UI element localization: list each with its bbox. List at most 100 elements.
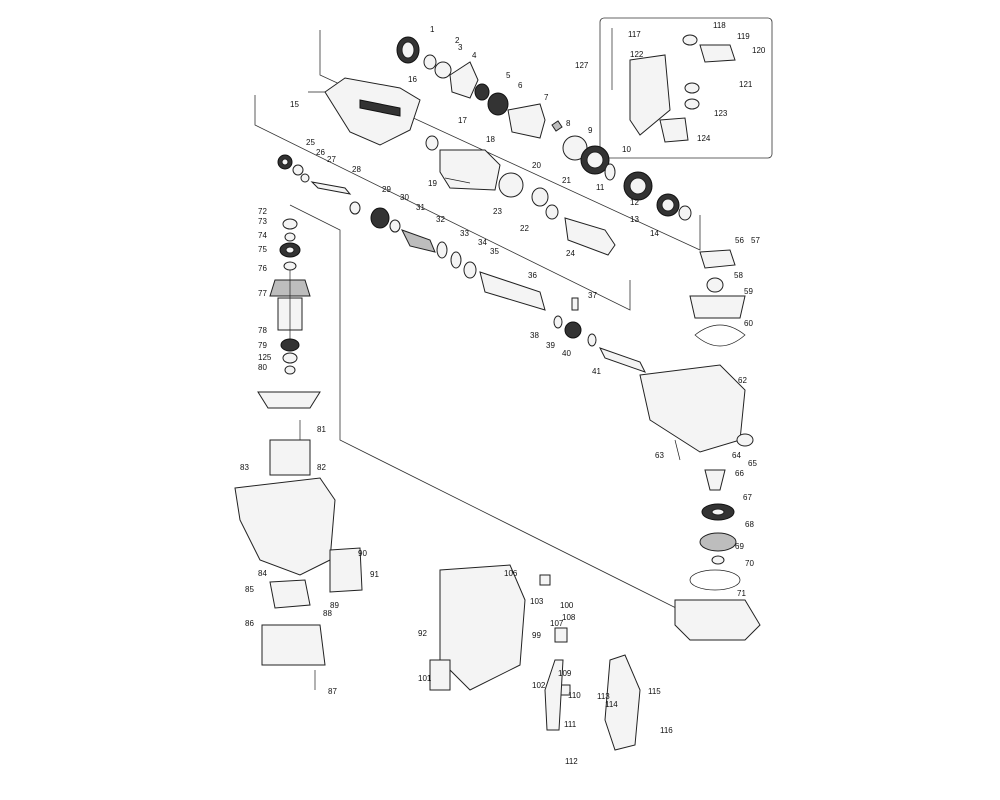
- part-label-35: 35: [490, 247, 499, 256]
- part-label-2: 2: [455, 36, 460, 45]
- part-label-84: 84: [258, 569, 267, 578]
- part-label-114: 114: [605, 700, 618, 709]
- part-label-62: 62: [738, 376, 747, 385]
- part-label-86: 86: [245, 619, 254, 628]
- part-label-72: 72: [258, 207, 267, 216]
- part-label-12: 12: [630, 198, 639, 207]
- part-label-119: 119: [737, 32, 750, 41]
- part-label-69: 69: [735, 542, 744, 551]
- part-label-15: 15: [290, 100, 299, 109]
- part-label-58: 58: [734, 271, 743, 280]
- part-label-113: 113: [597, 692, 610, 701]
- part-label-31: 31: [416, 203, 425, 212]
- part-label-116: 116: [660, 726, 673, 735]
- part-label-4: 4: [472, 51, 477, 60]
- part-label-20: 20: [532, 161, 541, 170]
- part-label-25: 25: [306, 138, 315, 147]
- part-label-41: 41: [592, 367, 601, 376]
- part-label-70: 70: [745, 559, 754, 568]
- part-label-88: 88: [323, 609, 332, 618]
- part-label-23: 23: [493, 207, 502, 216]
- part-label-112: 112: [565, 757, 578, 766]
- part-label-78: 78: [258, 326, 267, 335]
- part-label-32: 32: [436, 215, 445, 224]
- part-label-67: 67: [743, 493, 752, 502]
- part-label-127: 127: [575, 61, 589, 70]
- part-label-100: 100: [560, 601, 574, 610]
- part-label-101: 101: [418, 674, 432, 683]
- part-label-27: 27: [327, 155, 336, 164]
- part-label-81: 81: [317, 425, 326, 434]
- part-label-22: 22: [520, 224, 529, 233]
- part-label-125: 125: [258, 353, 272, 362]
- part-label-9: 9: [588, 126, 593, 135]
- part-label-57: 57: [751, 236, 760, 245]
- part-label-111: 111: [564, 720, 577, 729]
- part-label-118: 118: [713, 21, 726, 30]
- part-label-63: 63: [655, 451, 664, 460]
- part-label-59: 59: [744, 287, 753, 296]
- part-number-labels: 1234567891011121314151617181920212223242…: [240, 21, 766, 766]
- assembly-frames: [254, 17, 773, 611]
- armature-parts: [257, 218, 321, 476]
- part-label-77: 77: [258, 289, 267, 298]
- part-label-82: 82: [317, 463, 326, 472]
- part-label-10: 10: [622, 145, 631, 154]
- housing-parts: [234, 477, 641, 751]
- part-label-64: 64: [732, 451, 741, 460]
- part-label-65: 65: [748, 459, 757, 468]
- part-label-99: 99: [532, 631, 541, 640]
- part-label-68: 68: [745, 520, 754, 529]
- part-label-33: 33: [460, 229, 469, 238]
- part-label-1: 1: [430, 25, 435, 34]
- part-label-92: 92: [418, 629, 427, 638]
- part-label-75: 75: [258, 245, 267, 254]
- part-label-8: 8: [566, 119, 571, 128]
- part-label-30: 30: [400, 193, 409, 202]
- part-label-26: 26: [316, 148, 325, 157]
- part-label-17: 17: [458, 116, 467, 125]
- part-label-40: 40: [562, 349, 571, 358]
- part-label-87: 87: [328, 687, 337, 696]
- part-label-11: 11: [596, 183, 605, 192]
- part-label-109: 109: [558, 669, 572, 678]
- part-label-108: 108: [562, 613, 576, 622]
- spindle-assembly-parts: [277, 36, 692, 373]
- part-label-36: 36: [528, 271, 537, 280]
- part-label-7: 7: [544, 93, 549, 102]
- part-label-123: 123: [714, 109, 728, 118]
- part-label-89: 89: [330, 601, 339, 610]
- part-label-80: 80: [258, 363, 267, 372]
- part-label-110: 110: [568, 691, 581, 700]
- part-label-102: 102: [532, 681, 546, 690]
- part-label-85: 85: [245, 585, 254, 594]
- part-label-28: 28: [352, 165, 361, 174]
- part-label-107: 107: [550, 619, 564, 628]
- part-label-74: 74: [258, 231, 267, 240]
- part-label-6: 6: [518, 81, 523, 90]
- part-label-124: 124: [697, 134, 711, 143]
- part-label-18: 18: [486, 135, 495, 144]
- part-label-37: 37: [588, 291, 597, 300]
- part-label-115: 115: [648, 687, 661, 696]
- part-label-79: 79: [258, 341, 267, 350]
- part-label-34: 34: [478, 238, 487, 247]
- part-label-56: 56: [735, 236, 744, 245]
- part-label-66: 66: [735, 469, 744, 478]
- side-handle-parts: [611, 28, 736, 143]
- crank-housing-parts: [639, 249, 761, 641]
- part-label-13: 13: [630, 215, 639, 224]
- part-label-91: 91: [370, 570, 379, 579]
- part-label-121: 121: [739, 80, 753, 89]
- part-label-24: 24: [566, 249, 575, 258]
- part-label-14: 14: [650, 229, 659, 238]
- part-label-117: 117: [628, 30, 641, 39]
- part-label-73: 73: [258, 217, 267, 226]
- part-label-71: 71: [737, 589, 746, 598]
- part-label-16: 16: [408, 75, 417, 84]
- part-label-38: 38: [530, 331, 539, 340]
- part-label-122: 122: [630, 50, 644, 59]
- part-label-39: 39: [546, 341, 555, 350]
- part-label-5: 5: [506, 71, 511, 80]
